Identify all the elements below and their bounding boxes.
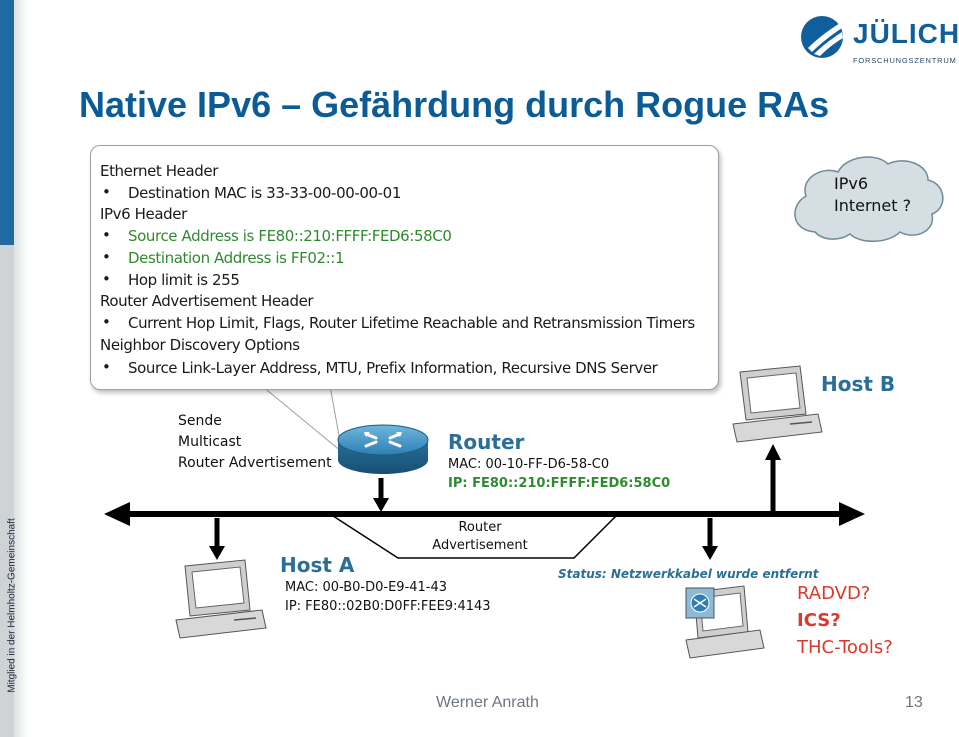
attacker-link — [702, 518, 718, 560]
host-a-computer-icon — [175, 559, 267, 639]
host-b-computer-icon — [732, 365, 823, 443]
router-ip: IP: FE80::210:FFFF:FED6:58C0 — [448, 476, 671, 491]
page-number: 13 — [905, 694, 923, 711]
attacker-option-radvd: RADVD? — [797, 583, 871, 604]
sidebar-accent-bar — [0, 0, 14, 245]
nd-fields-item: Source Link-Layer Address, MTU, Prefix I… — [100, 358, 658, 377]
attacker-options: RADVD? ICS? THC-Tools? — [797, 580, 893, 661]
cloud-label: IPv6 Internet ? — [834, 173, 911, 217]
slide-title: Native IPv6 – Gefährdung durch Rogue RAs — [79, 84, 830, 125]
host-b-link — [765, 444, 781, 514]
attacker-computer-icon — [685, 585, 765, 659]
router-name: Router — [448, 430, 525, 454]
send-multicast-label: Sende Multicast Router Advertisement — [178, 411, 332, 474]
network-bus — [104, 502, 865, 526]
attacker-option-ics: ICS? — [797, 610, 841, 631]
ethernet-header-label: Ethernet Header — [100, 162, 218, 180]
send-line3: Router Advertisement — [178, 455, 332, 471]
juelich-logo-icon — [801, 16, 843, 58]
hop-limit-item: Hop limit is 255 — [100, 270, 240, 289]
host-a-ip: IP: FE80::02B0:D0FF:FEE9:4143 — [285, 599, 491, 614]
router-mac: MAC: 00-10-FF-D6-58-C0 — [448, 457, 610, 472]
ra-label-line2: Advertisement — [432, 538, 528, 553]
source-address-item: Source Address is FE80::210:FFFF:FED6:58… — [100, 226, 452, 245]
router-advertisement-path — [329, 513, 619, 559]
destination-address-item: Destination Address is FF02::1 — [100, 248, 344, 267]
router-icon — [337, 424, 429, 474]
ra-fields-item: Current Hop Limit, Flags, Router Lifetim… — [100, 313, 695, 332]
host-a-name: Host A — [280, 553, 355, 577]
attacker-option-thc-tools: THC-Tools? — [797, 637, 893, 658]
cloud-label-line1: IPv6 — [834, 174, 869, 193]
sidebar-shade — [14, 0, 28, 737]
ipv6-header-label: IPv6 Header — [100, 205, 187, 223]
cloud-label-line2: Internet ? — [834, 196, 912, 215]
internet-cloud-icon — [794, 156, 944, 242]
router-link — [373, 478, 389, 512]
packet-details-callout: Ethernet Header Destination MAC is 33-33… — [90, 145, 719, 390]
juelich-logo: JÜLICH FORSCHUNGSZENTRUM — [800, 14, 959, 72]
send-line2: Multicast — [178, 434, 242, 450]
host-a-mac: MAC: 00-B0-D0-E9-41-43 — [285, 580, 448, 595]
router-advertisement-label: Router Advertisement — [432, 519, 528, 555]
status-text: Status: Netzwerkkabel wurde entfernt — [558, 567, 819, 581]
ra-label-line1: Router — [458, 520, 502, 535]
send-line1: Sende — [178, 413, 222, 429]
neighbor-discovery-options-label: Neighbor Discovery Options — [100, 336, 300, 354]
host-a-link — [209, 518, 225, 560]
logo-subtitle: FORSCHUNGSZENTRUM — [853, 56, 957, 65]
logo-name: JÜLICH — [853, 18, 959, 49]
host-b-name: Host B — [821, 372, 896, 396]
router-advertisement-header-label: Router Advertisement Header — [100, 292, 314, 310]
destination-mac-item: Destination MAC is 33-33-00-00-00-01 — [100, 183, 401, 202]
footer-author: Werner Anrath — [436, 694, 539, 711]
sidebar-gray-bar — [0, 245, 14, 737]
